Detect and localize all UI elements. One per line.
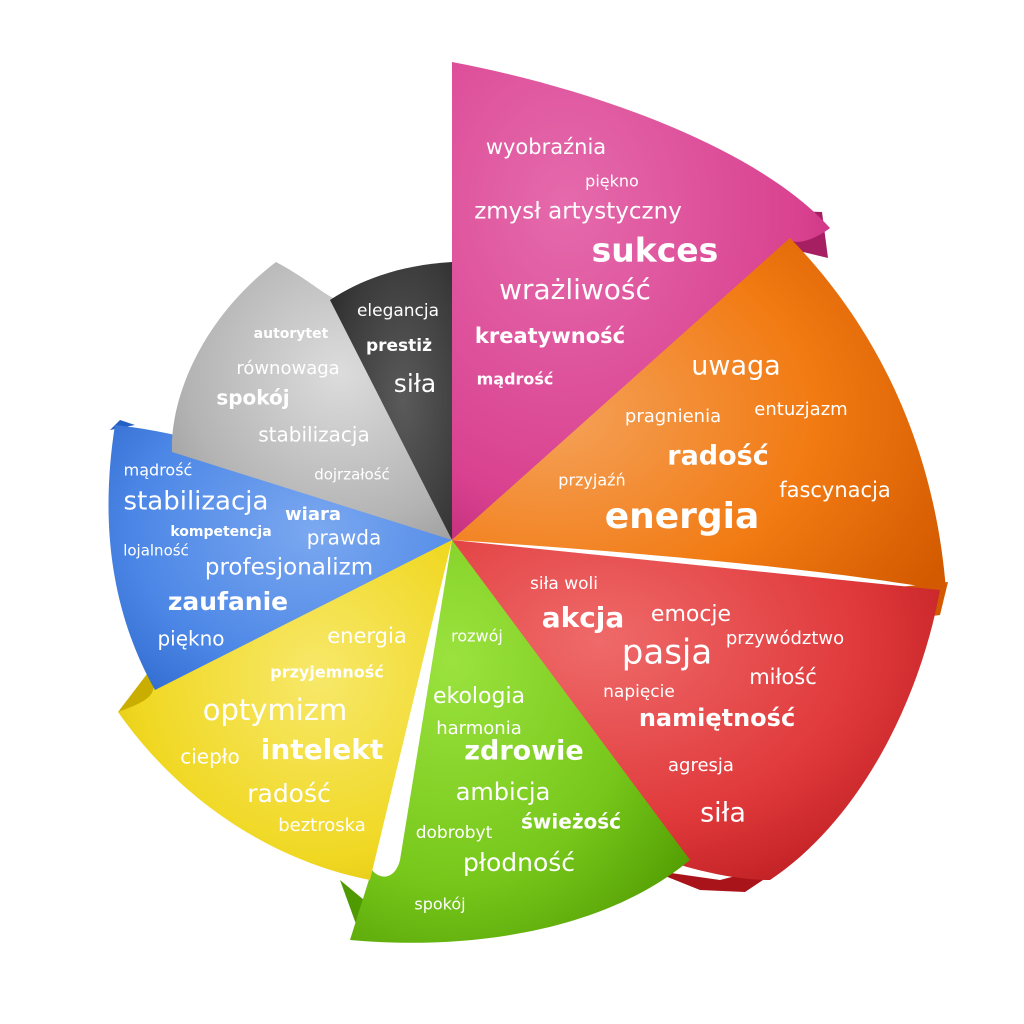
word-label: lojalność [123,542,189,560]
word-label: wyobraźnia [486,135,606,159]
word-label: rozwój [451,627,503,646]
segment-gray [171,262,452,540]
word-label: wrażliwość [499,273,651,306]
word-label: emocje [651,602,731,627]
word-label: piękno [157,627,224,651]
word-label: ambicja [456,778,551,806]
word-label: energia [605,496,760,537]
word-label: radość [247,779,331,808]
word-label: uwaga [691,351,780,382]
segment-yellow [118,540,452,880]
word-label: autorytet [254,326,329,342]
red-flap [650,862,790,892]
word-label: przywództwo [726,628,844,649]
word-label: dojrzałość [314,466,390,484]
word-label: mądrość [124,461,193,480]
segment-red [452,540,940,880]
word-label: energia [327,624,406,648]
word-label: profesjonalizm [205,555,373,581]
word-label: stabilizacja [124,487,269,517]
segment-orange [452,238,946,590]
word-label: równowaga [236,358,339,379]
word-label: siła [394,369,436,398]
word-label: intelekt [261,733,384,766]
orange-words: uwaga pragnienia entuzjazm radość przyja… [558,351,891,538]
word-label: prawda [307,526,381,550]
word-label: beztroska [278,815,366,836]
word-label: fascynacja [779,478,891,502]
word-label: zaufanie [168,587,288,616]
segments [108,62,946,943]
word-label: miłość [749,665,817,689]
blue-words: mądrość stabilizacja wiara kompetencja p… [123,461,381,651]
word-label: świeżość [521,810,621,834]
black-words: elegancja prestiż siła [357,301,439,398]
gray-words: autorytet równowaga spokój stabilizacja … [216,326,389,484]
word-label: piękno [585,172,639,191]
word-label: sukces [592,231,719,270]
word-label: spokój [216,386,289,410]
segment-magenta [452,62,830,540]
word-label: akcja [542,601,625,634]
yellow-words: energia przyjemność optymizm ciepło inte… [180,624,406,836]
word-label: radość [667,441,769,472]
word-label: siła woli [530,574,598,594]
word-label: dobrobyt [416,823,493,843]
segment-blue [108,425,452,690]
word-label: wiara [285,504,341,525]
word-label: pasja [622,633,712,673]
word-label: elegancja [357,301,439,321]
word-label: zdrowie [464,736,583,767]
word-label: przyjemność [270,663,383,682]
word-label: mądrość [477,370,554,389]
segment-black [330,262,452,540]
segment-green [350,540,690,943]
word-label: kompetencja [170,524,271,540]
word-label: napięcie [603,682,675,702]
word-label: optymizm [203,693,347,727]
word-label: entuzjazm [754,399,847,420]
word-label: siła [700,798,746,829]
word-label: pragnienia [625,406,721,427]
word-label: prestiż [366,336,432,356]
word-label: kreatywność [475,324,625,348]
word-label: spokój [414,895,465,914]
word-label: ciepło [180,745,239,769]
word-label: agresja [668,755,734,776]
word-label: stabilizacja [258,423,369,447]
word-label: płodność [463,848,575,877]
magenta-words: wyobraźnia piękno zmysł artystyczny sukc… [474,135,718,389]
red-words: siła woli akcja emocje pasja przywództwo… [530,574,844,829]
green-words: rozwój ekologia harmonia zdrowie ambicja… [414,627,621,914]
word-label: ekologia [433,684,525,709]
word-label: harmonia [436,718,522,739]
word-label: namiętność [639,704,795,732]
word-label: przyjaźń [558,471,625,490]
word-label: zmysł artystyczny [474,199,682,225]
